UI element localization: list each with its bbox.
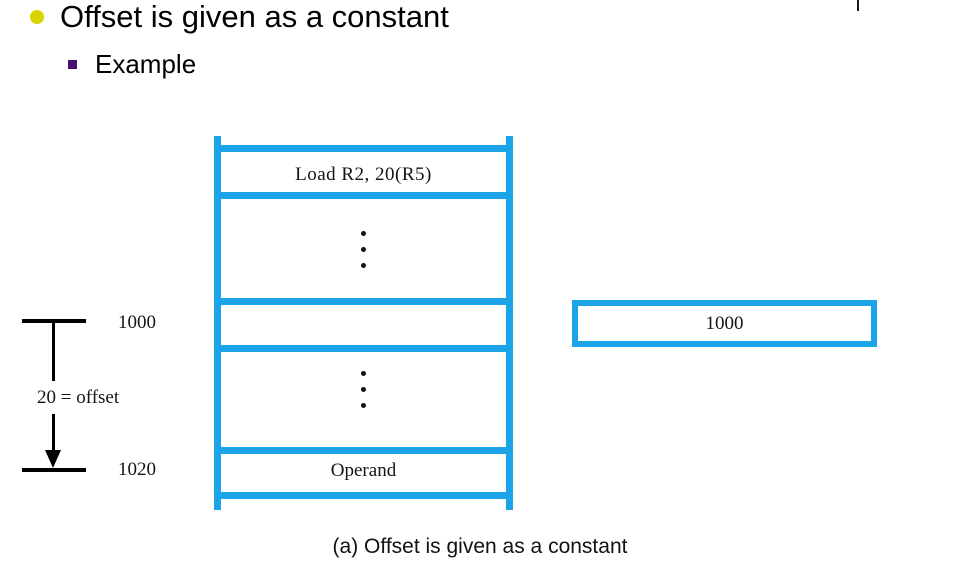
register-box: 1000	[572, 300, 877, 347]
dot-glyph	[361, 387, 366, 392]
dot-glyph	[361, 263, 366, 268]
figure-caption: (a) Offset is given as a constant	[332, 535, 628, 558]
memory-right-rail	[506, 136, 513, 510]
offset-stem-lower	[52, 414, 55, 456]
address-label-end: 1020	[118, 459, 156, 480]
memory-divider-line	[214, 298, 513, 305]
offset-arrowhead-icon	[45, 450, 61, 468]
bullet-level2-label: Example	[95, 49, 197, 79]
offset-value-label: 20 = offset	[37, 387, 120, 408]
memory-operand-label: Operand	[330, 460, 397, 481]
memory-divider-line	[214, 492, 513, 499]
memory-vertical-dots-upper	[214, 231, 513, 268]
bullet-square-icon	[68, 59, 77, 69]
memory-divider-line	[214, 145, 513, 152]
bullet-circle-icon	[30, 10, 44, 25]
offset-tick-end	[22, 468, 86, 472]
memory-divider-line	[214, 192, 513, 199]
dot-glyph	[361, 371, 366, 376]
memory-left-rail	[214, 136, 221, 510]
offset-stem-upper	[52, 321, 55, 381]
bullet-item-level2: Example	[68, 50, 196, 79]
dot-glyph	[361, 403, 366, 408]
memory-instruction-label: Load R2, 20(R5)	[295, 164, 432, 185]
register-value: 1000	[705, 312, 744, 334]
bullet-item-level1: Offset is given as a constant	[30, 0, 449, 34]
memory-divider-line	[214, 345, 513, 352]
corner-tick-mark	[857, 0, 859, 11]
bullet-level1-label: Offset is given as a constant	[60, 0, 449, 34]
dot-glyph	[361, 231, 366, 236]
memory-vertical-dots-lower	[214, 371, 513, 408]
address-label-start: 1000	[118, 312, 156, 333]
memory-divider-line	[214, 447, 513, 454]
dot-glyph	[361, 247, 366, 252]
